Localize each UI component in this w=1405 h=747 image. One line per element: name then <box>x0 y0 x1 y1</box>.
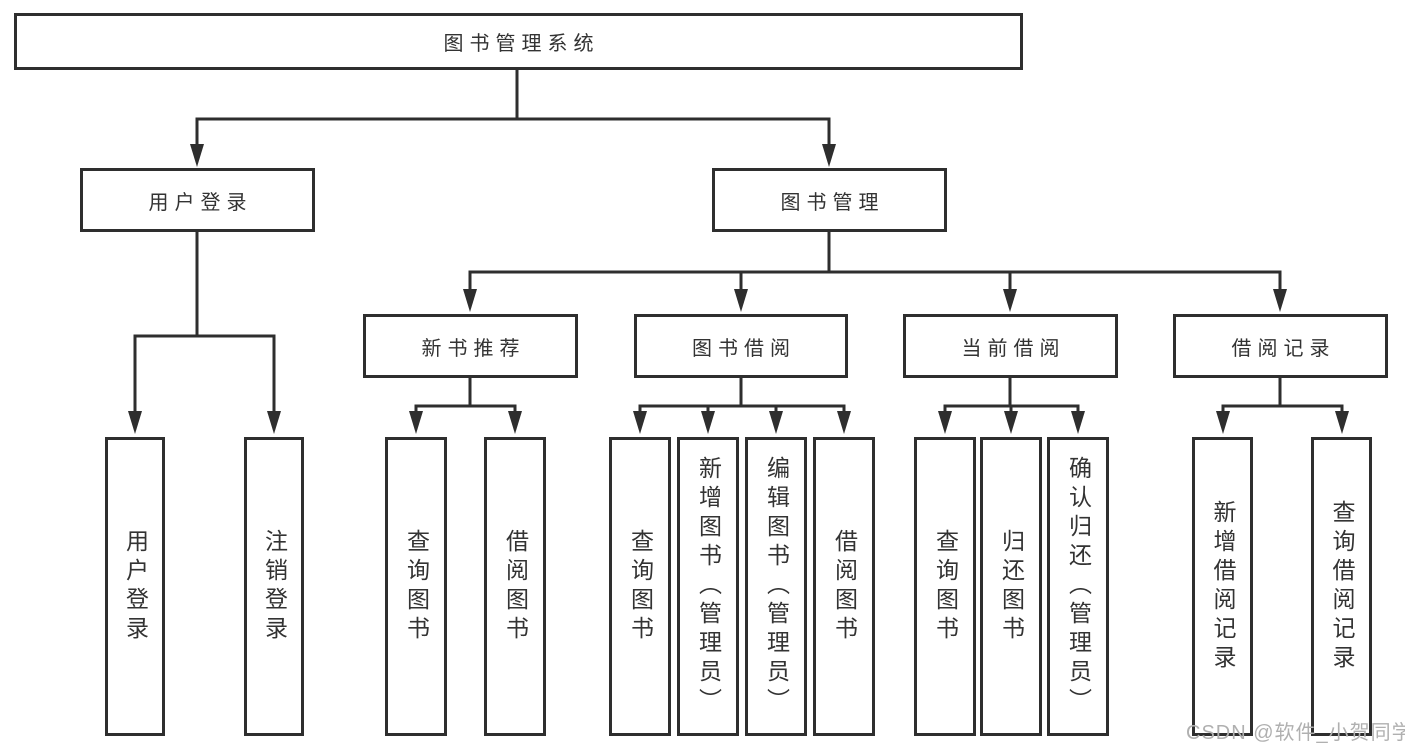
leaf-bb-edit-books-admin: 编辑图书（管理员） <box>745 437 807 736</box>
leaf-br-query-record: 查询借阅记录 <box>1311 437 1372 736</box>
leaf-cb-confirm-return-admin: 确认归还（管理员） <box>1047 437 1109 736</box>
node-borrow-record: 借阅记录 <box>1173 314 1388 378</box>
node-user-login: 用户登录 <box>80 168 315 232</box>
node-book-mgmt-label: 图书管理 <box>780 191 885 214</box>
arrow-to-leaf-bb-edit <box>769 411 783 434</box>
connector-new-book-branch <box>414 404 517 414</box>
node-book-borrow: 图书借阅 <box>634 314 848 378</box>
node-new-book: 新书推荐 <box>363 314 578 378</box>
arrow-to-user-login <box>190 144 204 167</box>
leaf-user-login-label: 用户登录 <box>122 528 149 645</box>
arrowheads <box>128 144 1349 434</box>
leaf-cb-return-books-label: 归还图书 <box>998 528 1025 645</box>
node-current-borrow: 当前借阅 <box>903 314 1118 378</box>
leaf-logout: 注销登录 <box>244 437 304 736</box>
leaf-bb-query-books-label: 查询图书 <box>627 528 654 645</box>
leaf-br-add-record-label: 新增借阅记录 <box>1210 499 1236 674</box>
leaf-bb-borrow-books-label: 借阅图书 <box>831 528 858 645</box>
node-new-book-label: 新书推荐 <box>421 337 526 360</box>
connector-book-borrow-branch <box>638 404 846 414</box>
leaf-user-login: 用户登录 <box>105 437 165 736</box>
arrow-to-borrow-record <box>1273 289 1287 312</box>
leaf-br-query-record-label: 查询借阅记录 <box>1329 499 1355 674</box>
node-book-borrow-label: 图书借阅 <box>692 337 796 360</box>
leaf-bb-add-books-admin-label: 新增图书（管理员） <box>695 456 722 717</box>
node-borrow-record-label: 借阅记录 <box>1231 337 1336 360</box>
arrow-to-leaf-bb-add <box>701 411 715 434</box>
leaf-bb-borrow-books: 借阅图书 <box>813 437 875 736</box>
arrow-to-leaf-br-query <box>1335 411 1349 434</box>
leaf-bb-query-books: 查询图书 <box>609 437 671 736</box>
leaf-nb-borrow-books: 借阅图书 <box>484 437 546 736</box>
connector-borrow-record-branch <box>1221 404 1344 414</box>
arrow-to-leaf-logout <box>267 411 281 434</box>
connector-lines <box>133 68 1344 414</box>
arrow-to-leaf-cb-confirm <box>1071 411 1085 434</box>
arrow-to-leaf-bb-borrow <box>837 411 851 434</box>
arrow-to-current-borrow <box>1003 289 1017 312</box>
arrow-to-new-book <box>463 289 477 312</box>
node-book-mgmt: 图书管理 <box>712 168 947 232</box>
leaf-cb-query-books: 查询图书 <box>914 437 976 736</box>
node-root-system: 图书管理系统 <box>14 13 1023 70</box>
connector-user-login-branch <box>133 334 276 414</box>
leaf-bb-add-books-admin: 新增图书（管理员） <box>677 437 739 736</box>
connector-level2-branch <box>195 117 831 147</box>
arrow-to-book-mgmt <box>822 144 836 167</box>
node-root-system-label: 图书管理系统 <box>443 33 600 55</box>
node-current-borrow-label: 当前借阅 <box>961 337 1066 360</box>
arrow-to-leaf-bb-query <box>633 411 647 434</box>
csdn-watermark: CSDN @软件_小贺同学 <box>1186 722 1405 744</box>
leaf-cb-query-books-label: 查询图书 <box>932 528 959 645</box>
arrow-to-leaf-user-login <box>128 411 142 434</box>
arrow-to-leaf-nb-borrow <box>508 411 522 434</box>
arrow-to-leaf-br-add <box>1216 411 1230 434</box>
connector-level3-branch <box>468 270 1282 292</box>
leaf-nb-query-books: 查询图书 <box>385 437 447 736</box>
leaf-bb-edit-books-admin-label: 编辑图书（管理员） <box>763 456 790 717</box>
leaf-cb-return-books: 归还图书 <box>980 437 1042 736</box>
arrow-to-leaf-cb-return <box>1004 411 1018 434</box>
leaf-nb-query-books-label: 查询图书 <box>403 528 430 645</box>
arrow-to-leaf-cb-query <box>938 411 952 434</box>
arrow-to-book-borrow <box>734 289 748 312</box>
arrow-to-leaf-nb-query <box>409 411 423 434</box>
leaf-nb-borrow-books-label: 借阅图书 <box>502 528 529 645</box>
node-user-login-label: 用户登录 <box>148 191 253 214</box>
leaf-cb-confirm-return-admin-label: 确认归还（管理员） <box>1065 456 1092 717</box>
leaf-br-add-record: 新增借阅记录 <box>1192 437 1253 736</box>
leaf-logout-label: 注销登录 <box>261 528 288 645</box>
